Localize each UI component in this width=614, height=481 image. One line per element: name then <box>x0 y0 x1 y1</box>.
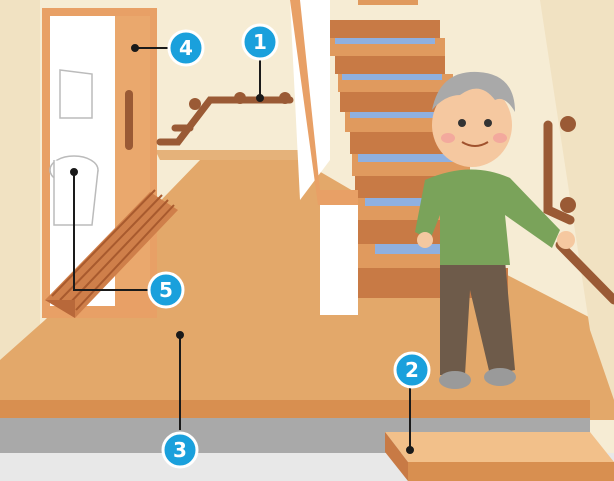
tread-mat <box>335 38 435 44</box>
left-wall <box>0 0 40 360</box>
door-handle <box>125 90 133 150</box>
callout-4: 4 <box>169 31 203 65</box>
callout-5: 5 <box>149 273 183 307</box>
entrance-step-front <box>408 462 614 481</box>
floor-front-edge <box>0 400 590 418</box>
tread-mat <box>342 74 442 80</box>
skirting <box>155 150 300 160</box>
svg-text:3: 3 <box>173 438 187 462</box>
callout-3: 3 <box>163 433 197 467</box>
tread-mat <box>358 154 458 162</box>
svg-text:5: 5 <box>159 278 173 302</box>
entrance-step-top <box>385 432 614 462</box>
callout-1: 1 <box>243 25 277 59</box>
svg-text:4: 4 <box>179 36 193 60</box>
svg-text:1: 1 <box>253 30 267 54</box>
svg-text:2: 2 <box>405 358 419 382</box>
callout-2: 2 <box>395 353 429 387</box>
